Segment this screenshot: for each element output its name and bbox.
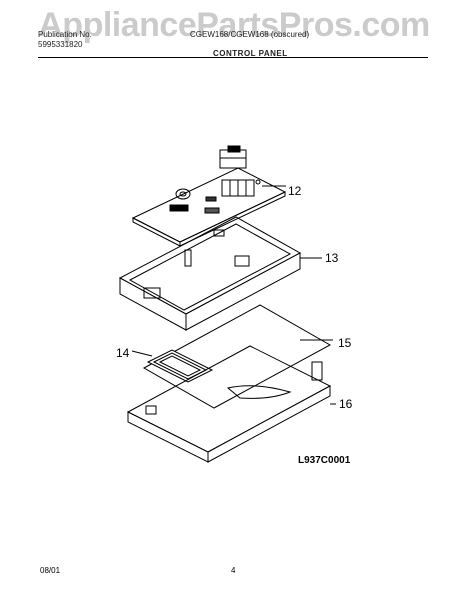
callout-16: 16 [339, 397, 353, 411]
watermark: AppliancePartsPros.com [38, 6, 430, 44]
callout-15: 15 [338, 336, 352, 350]
model-numbers: CGEW168/CGEW168 (obscured) [190, 30, 310, 39]
footer-date: 08/01 [40, 566, 61, 575]
display-window-part-14 [131, 349, 214, 383]
header-rule [38, 57, 428, 58]
diagram-code: L937C0001 [298, 455, 351, 466]
callout-12: 12 [288, 184, 302, 198]
callout-14: 14 [116, 346, 130, 360]
section-title: CONTROL PANEL [213, 49, 288, 58]
control-box-part-13 [118, 216, 322, 331]
publication-label: Publication No. [38, 30, 92, 39]
lower-housing-part-16 [126, 345, 336, 463]
front-panel-part-15 [142, 304, 333, 409]
page-number: 4 [231, 566, 236, 575]
control-board-part-12 [131, 145, 287, 247]
publication-number: 5995331820 [38, 40, 83, 49]
callout-13: 13 [325, 251, 339, 265]
